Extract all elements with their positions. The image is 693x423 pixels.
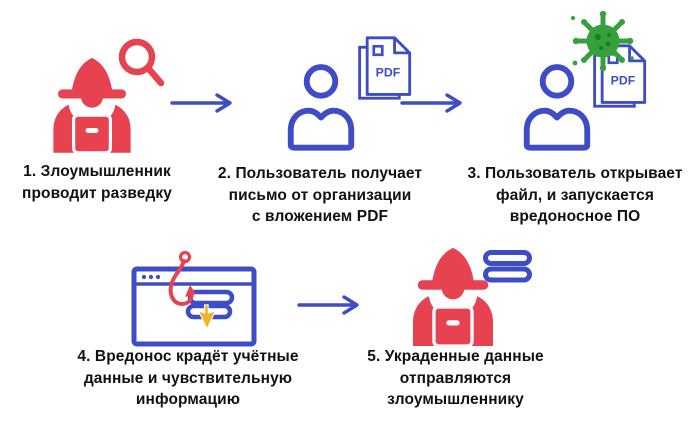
step-3-caption: 3. Пользователь открывает файл, и запуск…	[467, 165, 683, 225]
step-5-caption: 5. Украденные данные отправляются злоумы…	[367, 348, 544, 408]
pdf-document-icon: PDF	[358, 36, 412, 100]
step-2-caption: 2. Пользователь получает письмо от орган…	[217, 165, 423, 225]
fishing-hook-icon	[168, 250, 196, 307]
arrow-2-icon	[400, 93, 462, 113]
hacker-icon	[53, 58, 131, 153]
browser-window-icon	[131, 250, 257, 347]
pdf-label: PDF	[611, 74, 636, 88]
step-1-caption: 1. Злоумышленник проводит разведку	[22, 163, 172, 202]
arrow-3-icon	[297, 295, 359, 315]
arrow-1-icon	[170, 93, 232, 113]
data-records-icon	[483, 250, 532, 283]
step-1: 1. Злоумышленник проводит разведку	[0, 0, 200, 230]
hacker-icon	[413, 247, 493, 346]
pdf-label: PDF	[376, 66, 401, 80]
virus-icon	[571, 10, 634, 72]
step-5: 5. Украденные данные отправляются злоумы…	[340, 235, 580, 423]
step-4: 4. Вредонос крадёт учётные данные и чувс…	[60, 235, 315, 423]
magnifier-icon	[118, 38, 165, 87]
cursor-icon	[197, 304, 217, 331]
step-4-caption: 4. Вредонос крадёт учётные данные и чувс…	[77, 348, 299, 408]
step-3: PDF 3. Пользователь открывает ф	[455, 0, 693, 235]
step-2: PDF 2. Пользователь получает письмо от о…	[205, 0, 440, 235]
user-icon	[287, 64, 355, 151]
user-icon	[523, 64, 591, 151]
